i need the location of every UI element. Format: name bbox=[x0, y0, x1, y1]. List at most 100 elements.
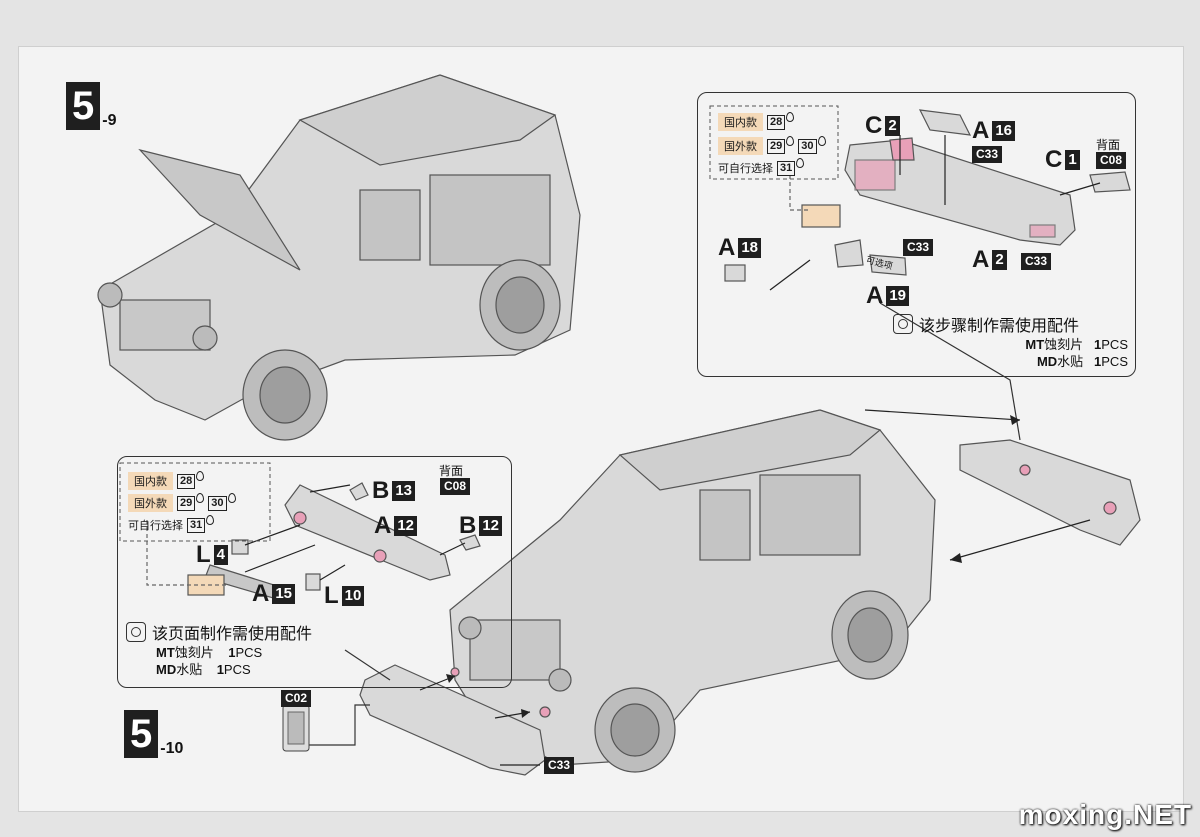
part-letter: A bbox=[252, 580, 270, 607]
part-letter: L bbox=[324, 582, 339, 609]
arrow-line bbox=[864, 409, 1021, 421]
code-c33-a2: C33 bbox=[1021, 253, 1052, 270]
part-letter: A bbox=[972, 246, 990, 273]
code-c33-a16: C33 bbox=[972, 146, 1003, 163]
part-number: 13 bbox=[392, 481, 416, 501]
front-bumper-illustration bbox=[359, 664, 546, 776]
legend-label: 国内款 bbox=[718, 113, 763, 131]
arrow-line bbox=[949, 519, 1091, 561]
info-line-md: MD水贴 1PCS bbox=[1036, 354, 1128, 369]
legend-label: 可自行选择 bbox=[128, 520, 183, 532]
step-sub: -9 bbox=[102, 112, 117, 129]
decal-number: 29 bbox=[767, 138, 786, 154]
step-number: 5 bbox=[124, 710, 159, 758]
water-drop-icon bbox=[786, 112, 795, 122]
part-number: 16 bbox=[992, 121, 1016, 141]
legend-domestic: 国内款 28 bbox=[128, 471, 205, 490]
step-badge-5-9: 5-9 bbox=[66, 82, 116, 130]
part-number: 10 bbox=[341, 586, 365, 606]
legend-domestic: 国内款 28 bbox=[718, 112, 795, 131]
rear-accessory-info: 该步骤制作需使用配件 MT蚀刻片 1PCS MD水贴 1PCS bbox=[893, 312, 1128, 370]
water-drop-icon bbox=[227, 493, 236, 503]
front-bumper-parts-illustration bbox=[187, 482, 481, 601]
part-number: 12 bbox=[394, 516, 418, 536]
part-number: 12 bbox=[479, 516, 503, 536]
legend-label: 国外款 bbox=[128, 494, 173, 512]
legend-overseas: 国外款 29 30 bbox=[718, 136, 826, 155]
decal-number: 31 bbox=[777, 160, 796, 176]
part-number: 2 bbox=[885, 116, 900, 136]
part-letter: C bbox=[1045, 146, 1063, 173]
part-number: 4 bbox=[213, 545, 229, 565]
water-drop-icon bbox=[196, 471, 205, 481]
legend-label: 国内款 bbox=[128, 472, 173, 490]
decal-number: 28 bbox=[177, 473, 196, 489]
info-title: 该步骤制作需使用配件 bbox=[919, 318, 1080, 335]
code-c33-bottom: C33 bbox=[544, 757, 575, 774]
suv-hood-open-illustration bbox=[97, 74, 581, 441]
part-number: 15 bbox=[272, 584, 296, 604]
back-label: 背面 bbox=[439, 464, 464, 478]
front-accessory-info: 该页面制作需使用配件 MT蚀刻片 1PCS MD水贴 1PCS bbox=[126, 620, 366, 678]
part-letter: A bbox=[972, 117, 990, 144]
info-line-mt: MT蚀刻片 1PCS bbox=[1025, 337, 1128, 352]
part-letter: B bbox=[372, 477, 390, 504]
part-number: 1 bbox=[1065, 150, 1080, 170]
water-drop-icon bbox=[196, 493, 205, 503]
step-number: 5 bbox=[66, 82, 101, 130]
suv-main-illustration bbox=[449, 409, 936, 773]
info-line-md: MD水贴 1PCS bbox=[156, 662, 251, 677]
code-c02: C02 bbox=[281, 690, 312, 707]
rear-parts-panel bbox=[697, 92, 1136, 377]
legend-label: 可自行选择 bbox=[718, 163, 773, 175]
step-badge-5-10: 5-10 bbox=[124, 710, 183, 758]
legend-overseas: 国外款 29 30 bbox=[128, 493, 236, 512]
water-drop-icon bbox=[817, 136, 826, 146]
gear-icon bbox=[893, 314, 913, 334]
part-letter: C bbox=[865, 112, 883, 139]
legend-label: 国外款 bbox=[718, 137, 763, 155]
part-number: 19 bbox=[886, 286, 910, 306]
rear-bumper-parts-illustration bbox=[724, 109, 1131, 282]
code-c33-mid: C33 bbox=[903, 239, 934, 256]
water-drop-icon bbox=[786, 136, 795, 146]
decal-number: 29 bbox=[177, 495, 196, 511]
water-drop-icon bbox=[206, 515, 215, 525]
part-letter: B bbox=[459, 512, 477, 539]
part-letter: A bbox=[866, 282, 884, 309]
gear-icon bbox=[126, 622, 146, 642]
part-letter: L bbox=[196, 541, 211, 568]
part-number: 18 bbox=[738, 238, 762, 258]
code-c08-c1: C08 bbox=[1096, 152, 1127, 169]
info-title: 该页面制作需使用配件 bbox=[152, 626, 313, 643]
watermark: moxing.NET bbox=[1018, 799, 1192, 830]
decal-number: 28 bbox=[767, 114, 786, 130]
decal-number: 30 bbox=[208, 495, 227, 511]
part-number: 2 bbox=[992, 250, 1007, 270]
legend-optional: 可自行选择 31 bbox=[718, 158, 805, 176]
decal-number: 30 bbox=[798, 138, 817, 154]
legend-optional: 可自行选择 31 bbox=[128, 515, 215, 533]
part-letter: A bbox=[374, 512, 392, 539]
decal-number: 31 bbox=[187, 517, 206, 533]
part-letter: A bbox=[718, 234, 736, 261]
rear-bumper-illustration bbox=[959, 439, 1141, 546]
code-c08-b13: C08 bbox=[440, 478, 471, 495]
step-sub: -10 bbox=[160, 740, 184, 757]
front-parts-panel bbox=[117, 456, 512, 688]
water-drop-icon bbox=[796, 158, 805, 168]
back-label: 背面 bbox=[1096, 138, 1121, 152]
info-line-mt: MT蚀刻片 1PCS bbox=[156, 645, 263, 660]
